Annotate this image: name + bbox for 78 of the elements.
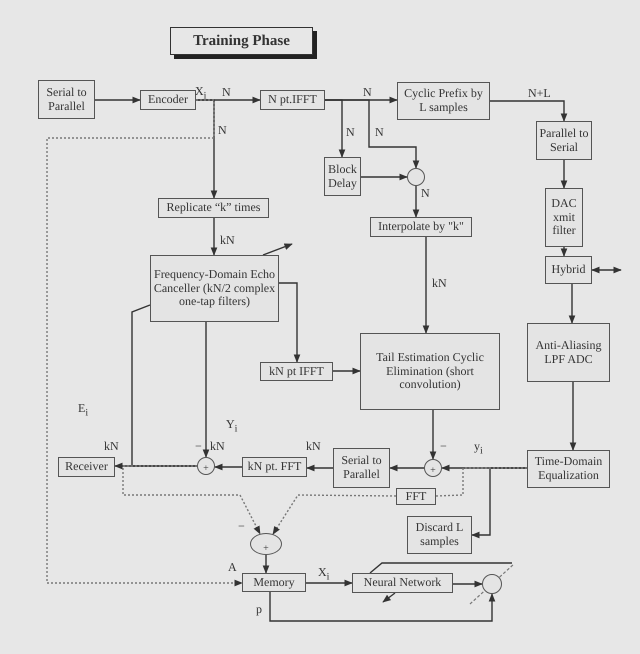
edge-label: − — [238, 520, 245, 532]
arrow — [196, 99, 218, 199]
edge-label: N — [363, 86, 372, 98]
process-box: Parallel to Serial — [536, 121, 592, 160]
dotted-connector — [46, 99, 243, 586]
process-box: Neural Network — [352, 573, 453, 593]
arrow — [570, 382, 576, 451]
arrow — [306, 580, 353, 586]
dotted-connector — [436, 467, 527, 497]
edge-label: N+L — [528, 87, 551, 99]
process-box: N pt.IFFT — [260, 90, 325, 110]
process-box: Interpolate by "k" — [370, 217, 472, 237]
process-box: Serial to Parallel — [333, 448, 390, 488]
process-box: Cyclic Prefix by L samples — [397, 82, 490, 120]
edge-label: − — [440, 440, 447, 452]
process-box: kN pt IFFT — [260, 362, 333, 381]
process-box: Replicate “k” times — [158, 198, 269, 218]
arrow — [430, 410, 436, 460]
process-box: FFT — [396, 488, 436, 505]
signal-label: kN — [210, 440, 225, 452]
dotted-connector — [272, 494, 396, 535]
process-box: kN pt. FFT — [242, 457, 307, 477]
process-box: Anti-Aliasing LPF ADC — [527, 323, 610, 382]
summing-junction — [482, 574, 502, 594]
process-box: Time-Domain Equalization — [527, 450, 610, 488]
edge-label: N — [375, 126, 384, 138]
process-box: Receiver — [58, 457, 115, 477]
edge-label: N — [421, 187, 430, 199]
dotted-connector — [122, 465, 261, 535]
edge-label: kN — [432, 277, 447, 289]
signal-label: A — [228, 561, 237, 573]
arrow — [269, 592, 496, 622]
edge-label: N — [222, 86, 231, 98]
edge-label: kN — [220, 234, 235, 246]
arrow — [333, 368, 361, 374]
edge-label: kN — [306, 440, 321, 452]
summing-junction: + — [424, 459, 442, 477]
process-box: Frequency-Domain Echo Canceller (kN/2 complex one-tap filters) — [150, 255, 279, 322]
arrow — [560, 247, 568, 257]
edge-label: p — [256, 603, 262, 615]
arrow — [568, 284, 576, 324]
signal-label: E$_{i}$ — [78, 402, 88, 418]
summing-junction — [407, 168, 425, 186]
arrow — [453, 580, 483, 588]
edge-label: X$_{i}$ — [318, 566, 330, 582]
process-box: Discard L samples — [407, 516, 472, 554]
process-box: DAC xmit filter — [545, 188, 583, 247]
arrow — [202, 322, 210, 458]
edge-label: y$_{i}$ — [474, 440, 483, 456]
signal-label: − — [195, 440, 202, 452]
arrow — [361, 174, 408, 180]
arrow — [306, 464, 333, 472]
process-box: Hybrid — [545, 256, 592, 284]
arrow — [325, 99, 420, 169]
edge-label: N — [218, 124, 227, 136]
summing-junction: + — [250, 533, 282, 555]
signal-label: kN — [104, 440, 119, 452]
summing-junction: + — [197, 457, 215, 475]
edge-label: Y$_{i}$ — [226, 418, 238, 434]
arrow — [412, 186, 420, 218]
arrow — [560, 160, 568, 189]
arrow — [262, 555, 270, 574]
arrow — [214, 464, 242, 470]
arrow — [279, 282, 300, 363]
arrow — [471, 467, 527, 538]
edge-label: N — [346, 126, 355, 138]
signal-label: X$_{i}$ — [195, 85, 206, 102]
arrow — [591, 266, 622, 274]
arrow — [389, 464, 424, 472]
process-box: Tail Estimation Cyclic Elimination (short convolution) — [360, 333, 500, 410]
process-box: Memory — [242, 573, 306, 592]
process-box: Serial to Parallel — [38, 80, 95, 119]
arrow — [422, 237, 430, 334]
arrow — [95, 96, 141, 104]
arrow — [490, 100, 568, 122]
process-box: Block Delay — [324, 157, 361, 196]
arrow — [210, 218, 218, 256]
process-box: Encoder — [140, 90, 196, 110]
